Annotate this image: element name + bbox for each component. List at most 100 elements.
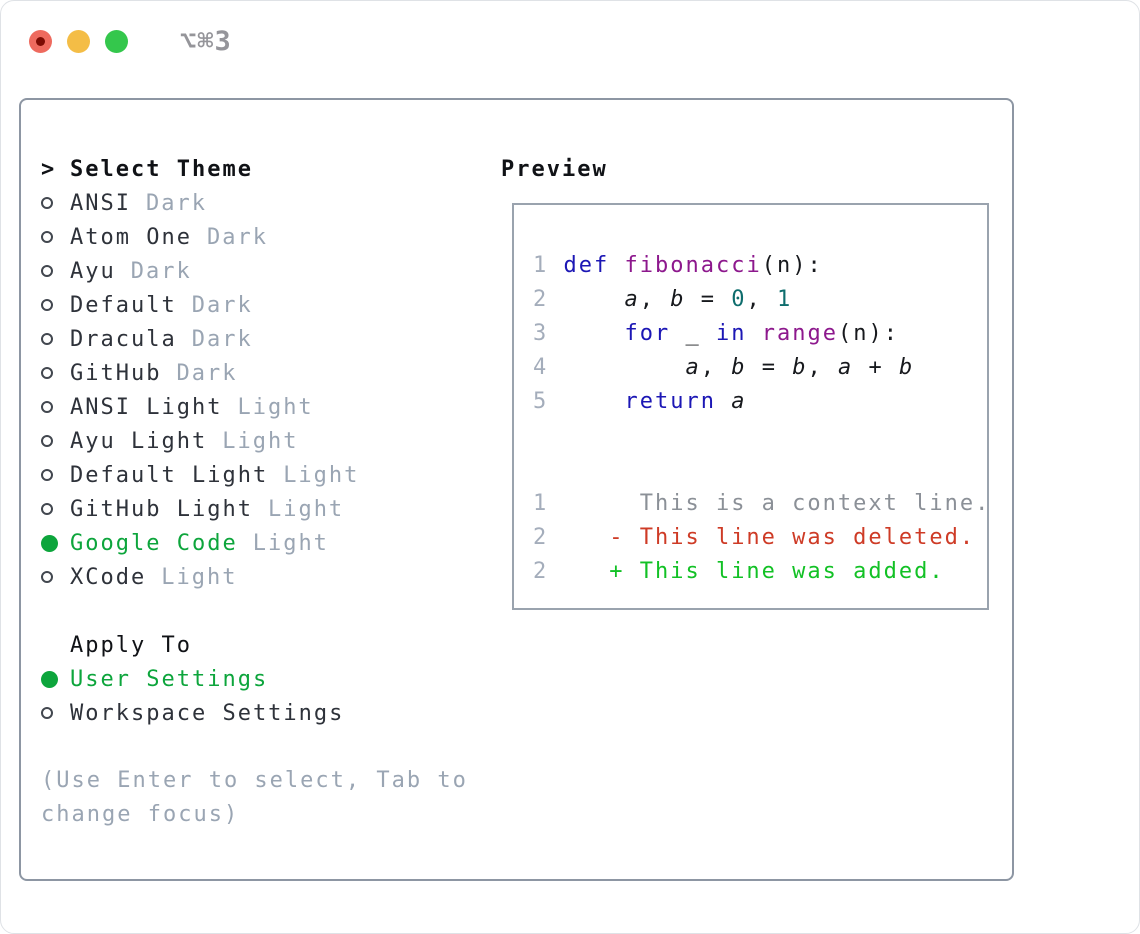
theme-item-name: Dracula [70, 326, 177, 352]
code-token [548, 321, 563, 346]
radio-slot [41, 707, 70, 719]
code-token: = [746, 355, 793, 380]
theme-item-name: ANSI Light [70, 394, 223, 420]
radio-slot [41, 503, 70, 515]
line-number: 1 [533, 491, 549, 516]
apply-to-label: Workspace Settings [70, 700, 345, 726]
theme-item-variant: Light [222, 428, 299, 454]
preview-line: 2 a, b = 0, 1 [533, 283, 987, 317]
theme-item-name: XCode [70, 564, 147, 590]
code-token: return [624, 389, 716, 414]
radio-icon [41, 503, 53, 515]
code-token: _ [670, 321, 716, 346]
preview-line [533, 419, 987, 453]
theme-item-variant: Light [267, 496, 345, 522]
recording-dot-icon [36, 37, 45, 46]
theme-item[interactable]: Default Dark [41, 288, 511, 322]
theme-item-name: Ayu Light [70, 428, 208, 454]
radio-slot [41, 401, 70, 413]
radio-icon [41, 435, 53, 447]
radio-slot [41, 333, 70, 345]
theme-item-variant: Dark [191, 326, 253, 352]
radio-slot [41, 534, 70, 552]
radio-slot [41, 435, 70, 447]
theme-item-variant: Light [283, 462, 360, 488]
window-shortcut-label: ⌥⌘3 [180, 26, 232, 57]
preview-title: Preview [501, 156, 608, 182]
code-token [609, 253, 624, 278]
cursor-icon: > [41, 156, 57, 182]
theme-item[interactable]: XCode Light [41, 560, 511, 594]
minimize-button[interactable] [67, 30, 90, 53]
theme-item-variant: Light [161, 564, 238, 590]
theme-item[interactable]: GitHub Light Light [41, 492, 511, 526]
code-token: + This line was added. [548, 559, 945, 584]
radio-icon [41, 469, 53, 481]
theme-item[interactable]: Ayu Light Light [41, 424, 511, 458]
radio-slot [41, 469, 70, 481]
apply-to-option[interactable]: User Settings [41, 662, 511, 696]
code-token: def [563, 253, 610, 278]
code-token: b [792, 355, 808, 380]
theme-item-name: Default Light [70, 462, 269, 488]
theme-item-variant: Dark [191, 292, 253, 318]
apply-to-header: Apply To [41, 628, 511, 662]
theme-item-name: Google Code [70, 530, 238, 556]
close-button[interactable] [29, 30, 52, 53]
radio-icon [41, 571, 53, 583]
code-token: a [685, 355, 701, 380]
line-number: 4 [533, 355, 549, 380]
radio-selected-icon [41, 534, 58, 552]
theme-item-name: GitHub [70, 360, 162, 386]
zoom-button[interactable] [105, 30, 128, 53]
radio-slot [41, 299, 70, 311]
code-token: fibonacci [624, 253, 762, 278]
theme-item-variant: Light [252, 530, 329, 556]
radio-slot [41, 231, 70, 243]
spacer [41, 594, 511, 628]
radio-slot [41, 197, 70, 209]
line-number: 2 [533, 287, 549, 312]
theme-list-header: > Select Theme [41, 152, 511, 186]
radio-icon [41, 231, 53, 243]
code-token: a [624, 287, 640, 312]
theme-item[interactable]: Google Code Light [41, 526, 511, 560]
code-token: , [700, 355, 732, 380]
code-token: b [898, 355, 915, 380]
code-token [548, 287, 563, 312]
code-token: in [715, 321, 747, 346]
theme-item-variant: Dark [176, 360, 238, 386]
radio-icon [41, 333, 53, 345]
code-token: a [731, 389, 747, 414]
code-token: a [837, 355, 854, 380]
line-number: 5 [533, 389, 549, 414]
theme-item-variant: Dark [130, 258, 192, 284]
theme-item-name: Atom One [70, 224, 192, 250]
code-token: This is a context line. [548, 491, 989, 516]
preview-line: 2 - This line was deleted. [533, 521, 987, 555]
theme-item[interactable]: GitHub Dark [41, 356, 511, 390]
theme-item[interactable]: Dracula Dark [41, 322, 511, 356]
theme-item-variant: Dark [145, 190, 207, 216]
preview-line: 5 return a [533, 385, 987, 419]
theme-item-name: Default [70, 292, 177, 318]
preview-line [533, 453, 987, 487]
apply-to-title: Apply To [70, 632, 192, 658]
radio-slot [41, 367, 70, 379]
radio-icon [41, 197, 53, 209]
radio-icon [41, 299, 53, 311]
preview-line: 1 This is a context line. [533, 487, 987, 521]
theme-item[interactable]: Default Light Light [41, 458, 511, 492]
code-token: , [639, 287, 671, 312]
preview-line: 3 for _ in range(n): [533, 317, 987, 351]
radio-slot [41, 265, 70, 277]
apply-to-option[interactable]: Workspace Settings [41, 696, 511, 730]
theme-item-name: GitHub Light [70, 496, 253, 522]
